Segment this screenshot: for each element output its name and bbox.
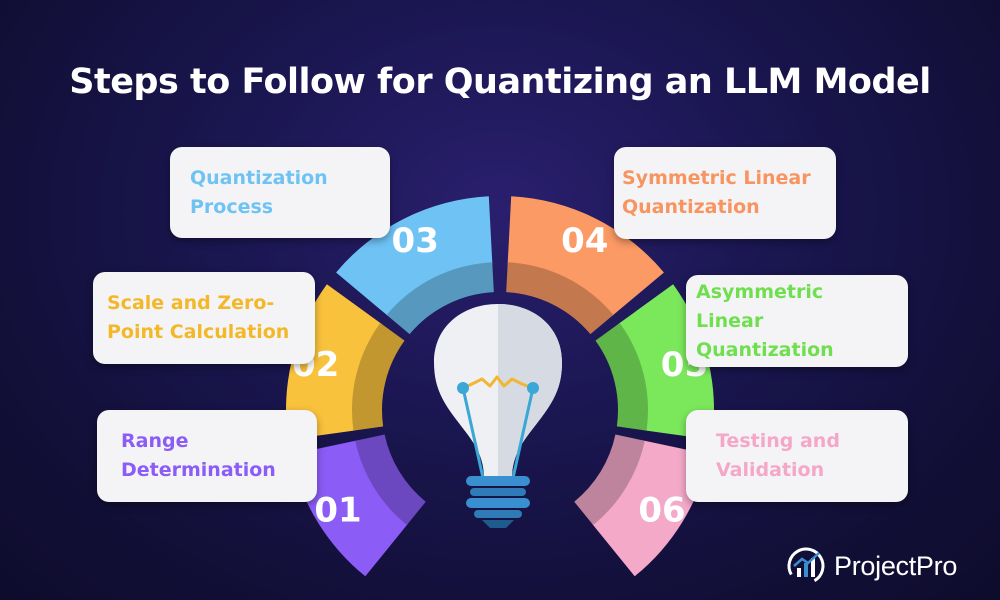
- step-segment-1: 01: [290, 434, 426, 577]
- step-card-2: Scale and Zero- Point Calculation: [93, 272, 315, 364]
- step-segment-1-inner-band: [355, 434, 426, 526]
- step-segment-6-band: [591, 440, 710, 577]
- step-1-label-line2: Determination: [121, 459, 276, 481]
- step-segment-4-inner-band: [506, 262, 614, 335]
- step-segment-1-band: [290, 440, 409, 577]
- step-6-label-line1: Testing and: [716, 430, 840, 452]
- lightbulb-icon: [434, 304, 562, 528]
- step-segment-3: 03: [336, 196, 494, 335]
- step-1-label-line1: Range: [121, 430, 189, 452]
- projectpro-logo: ProjectPro: [786, 546, 957, 586]
- step-5-label-line1: Asymmetric Linear: [696, 280, 824, 332]
- step-segment-6: 06: [574, 434, 710, 577]
- step-number-3: 03: [392, 221, 439, 261]
- step-segment-3-inner-band: [386, 262, 494, 335]
- page-title: Steps to Follow for Quantizing an LLM Mo…: [69, 62, 931, 102]
- step-segment-4: 04: [506, 196, 664, 335]
- step-4-label-line1: Symmetric Linear: [622, 167, 811, 189]
- step-5-label-line2: Quantization: [696, 338, 834, 361]
- step-number-1: 01: [314, 490, 361, 530]
- step-segment-5-inner-band: [595, 323, 648, 431]
- step-4-label-line2: Quantization: [622, 196, 760, 218]
- step-segment-2-inner-band: [352, 323, 405, 431]
- bar-chart-logo-icon: [787, 547, 825, 585]
- step-6-label-line2: Validation: [716, 459, 825, 481]
- step-segment-3-band: [336, 196, 493, 317]
- step-2-label-line2: Point Calculation: [107, 321, 290, 343]
- step-3-label-line1: Quantization: [190, 166, 328, 189]
- step-2-label-line1: Scale and Zero-: [107, 292, 275, 314]
- step-number-6: 06: [638, 490, 685, 530]
- logo-text: ProjectPro: [834, 550, 958, 581]
- step-3-label-line2: Process: [190, 195, 274, 218]
- step-segment-6-inner-band: [574, 434, 645, 526]
- step-segment-4-band: [507, 196, 664, 317]
- step-number-4: 04: [561, 221, 608, 261]
